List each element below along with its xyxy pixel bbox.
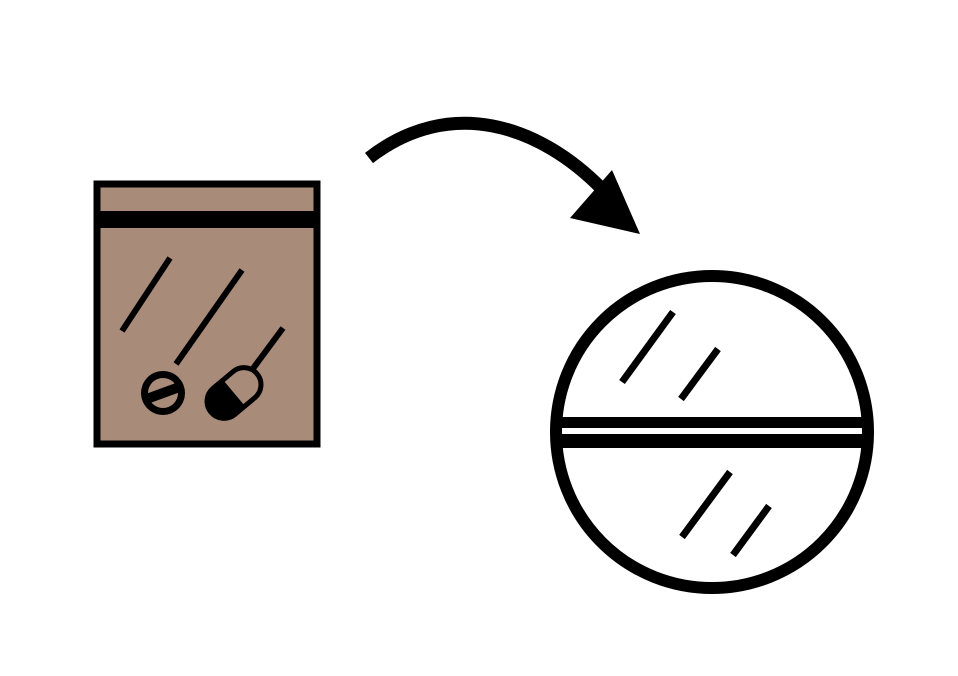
- pill-bag-icon: [93, 180, 321, 448]
- tablet-outline: [550, 270, 874, 594]
- bag-glare-line: [173, 268, 245, 366]
- bag-glare-line: [119, 256, 173, 333]
- capsule-icon: [204, 365, 264, 421]
- curved-arrow-icon: [365, 116, 640, 234]
- bag-zip-seal: [97, 211, 317, 228]
- scored-tablet-icon: [550, 270, 874, 594]
- tablet-score-line: [556, 417, 868, 428]
- tablet-score-line: [556, 434, 868, 448]
- tablet-glare-line: [730, 503, 772, 558]
- tablet-icon: [141, 371, 185, 415]
- tablet-glare-line: [679, 469, 733, 540]
- tablet-glare-line: [678, 346, 721, 402]
- tablet-glare-line: [619, 309, 676, 385]
